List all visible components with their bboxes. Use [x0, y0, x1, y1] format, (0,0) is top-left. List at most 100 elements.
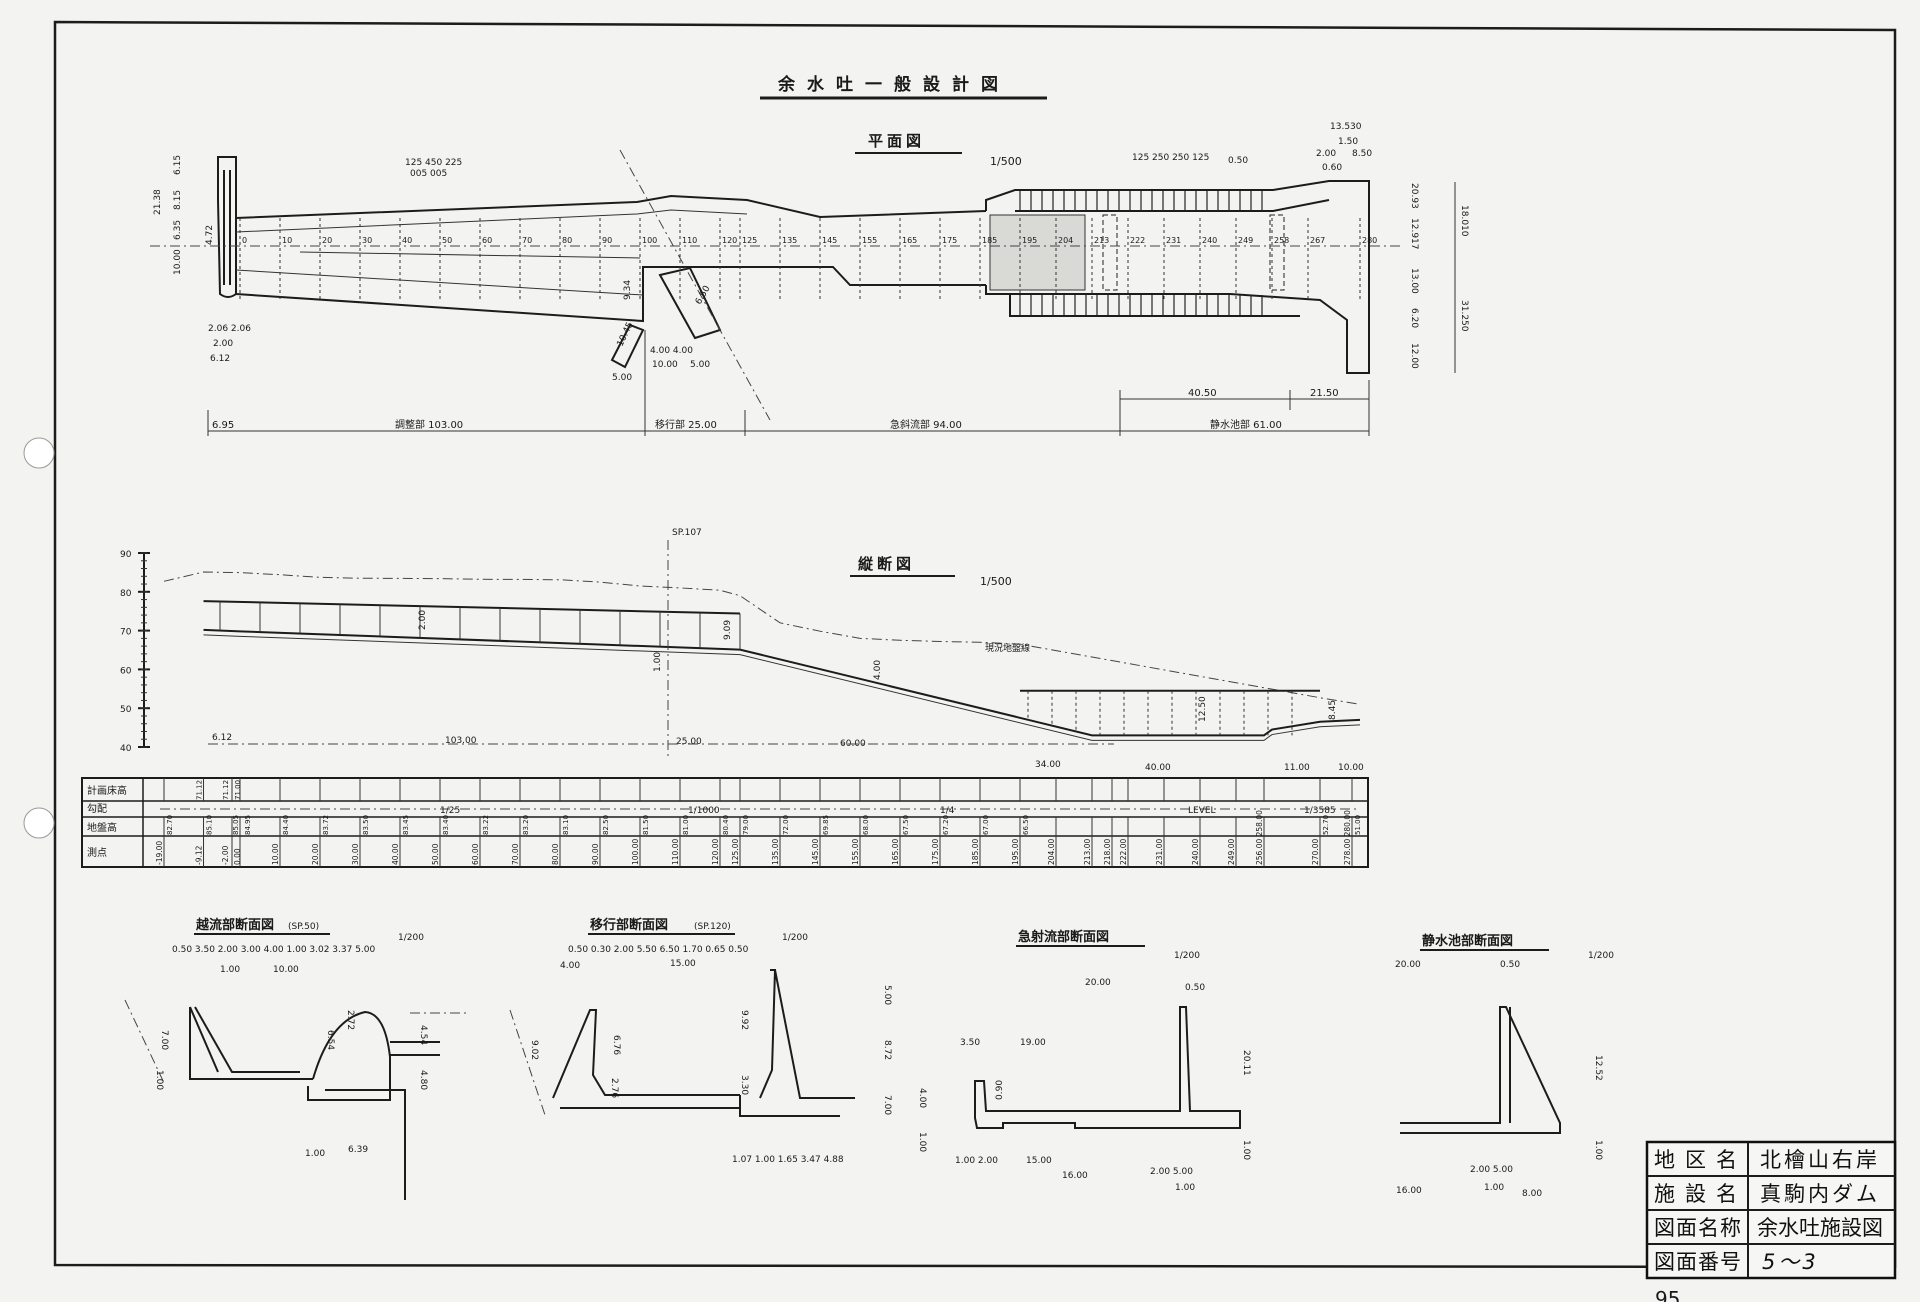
- table-station-value: 240.00: [1191, 839, 1200, 865]
- section-sp: (SP.50): [288, 922, 319, 932]
- table-ground-value: 83.50: [362, 815, 370, 835]
- plan-station-label: 100: [642, 236, 657, 245]
- section-dim: 6.54: [325, 1030, 335, 1050]
- plan-dim: 6.20: [1409, 308, 1419, 328]
- plan-stilling-basin: [985, 180, 1370, 374]
- section-dim: 4.80: [418, 1070, 428, 1090]
- plan-dim-ticks: [207, 330, 1370, 436]
- table-station-value: 278.00 280.00: [1343, 810, 1352, 865]
- table-ground-value: 66.50: [1022, 815, 1030, 835]
- plan-axis-diagonal: [619, 149, 771, 421]
- plan-station-label: 249: [1238, 236, 1253, 245]
- table-ground-value: 83.40: [442, 815, 450, 835]
- plan-station-label: 120: [722, 236, 737, 245]
- plan-dim: 125 450 225: [405, 158, 462, 168]
- table-station-value: 125.00: [731, 839, 740, 865]
- profile-floor-line: [203, 628, 1361, 737]
- plan-dim: 8.50: [1352, 149, 1372, 159]
- table-station-value: 175.00: [931, 839, 940, 865]
- plan-station-label: 204: [1058, 236, 1073, 245]
- profile-label: SP.107: [672, 528, 702, 538]
- plan-station-label: 155: [862, 236, 877, 245]
- table-row-label: 勾配: [87, 802, 107, 815]
- section-dim: 8.72: [882, 1040, 892, 1060]
- plan-station-label: 0: [242, 236, 247, 245]
- plan-dim: 10.00: [652, 360, 678, 370]
- plan-dim: 21.38: [153, 189, 163, 215]
- plan-dim: 18.010: [1459, 205, 1469, 237]
- plan-dim: 9.34: [623, 280, 633, 300]
- title-block-label: 地区名: [1654, 1148, 1747, 1172]
- table-gradient-label: 1/4: [940, 806, 955, 816]
- section-dim: 1.00: [1593, 1140, 1603, 1160]
- section-dim: 0.50 0.30 2.00 5.50 6.50 1.70 0.65 0.50: [568, 945, 749, 955]
- table-ground-value: 81.00: [682, 815, 690, 835]
- plan-station-label: 185: [982, 236, 997, 245]
- title-block-label: 図面名称: [1654, 1216, 1742, 1240]
- plan-station-label: 10: [282, 236, 292, 245]
- section-dim: 2.72: [345, 1010, 355, 1030]
- section-dim: 0.50: [1185, 983, 1205, 993]
- profile-scale: 1/500: [980, 575, 1012, 588]
- table-ground-value: 83.20: [522, 815, 530, 835]
- section-dim: 1.07 1.00 1.65 3.47 4.88: [732, 1155, 844, 1165]
- table-ground-value: 82.70: [166, 815, 174, 835]
- section-scale: 1/200: [782, 933, 808, 943]
- section-dim: 0.90: [995, 1080, 1005, 1100]
- section-dim: 10.00: [273, 965, 299, 975]
- plan-dim-label: 静水池部 61.00: [1210, 418, 1282, 431]
- plan-dim-label: 移行部 25.00: [655, 418, 717, 431]
- section-dim: 20.00: [1085, 978, 1111, 988]
- plan-station-label: 231: [1166, 236, 1181, 245]
- section-dim: 7.00: [159, 1030, 169, 1050]
- plan-dim: 5.00: [612, 373, 632, 383]
- table-station-value: 249.00: [1227, 839, 1236, 865]
- table-ground-value: 85.05: [232, 815, 240, 835]
- table-station-value: 213.00: [1083, 839, 1092, 865]
- table-station-value: 270.00: [1311, 839, 1320, 865]
- section-dim: 2.00 5.00: [1470, 1165, 1513, 1175]
- title-block-value: 余水吐施設図: [1757, 1216, 1883, 1240]
- section-dim: 0.50: [1500, 960, 1520, 970]
- table-row-label: 計画床高: [87, 784, 127, 797]
- title-block: 地区名 北檜山右岸 施設名 真駒内ダム 図面名称 余水吐施設図 図面番号 5～3: [1645, 1140, 1897, 1280]
- plan-station-label: 60: [482, 236, 492, 245]
- plan-dim: 20.93: [1409, 183, 1419, 209]
- plan-end-sill: [1269, 214, 1285, 291]
- section-transition: 移行部断面図 (SP.120) 1/200 0.50 0.30 2.00 5.5…: [509, 917, 855, 1165]
- section-overflow: 越流部断面図 (SP.50) 1/200 0.50 3.50 2.00 3.00…: [124, 917, 470, 1200]
- table-ground-value: 84.40: [282, 815, 290, 835]
- table-station-value: 145.00: [811, 839, 820, 865]
- section-dim: 15.00: [670, 959, 696, 969]
- table-station-value: 110.00: [671, 839, 680, 865]
- plan-dim: 005 005: [410, 169, 447, 179]
- table-station-value: 231.00: [1155, 839, 1164, 865]
- plan-station-label: 125: [742, 236, 757, 245]
- plan-station-label: 90: [602, 236, 612, 245]
- section-dim: 4.00: [560, 961, 580, 971]
- plan-dim-label: 40.50: [1188, 388, 1217, 399]
- table-ground-value: 67.50: [902, 815, 910, 835]
- table-station-value: 218.00: [1103, 839, 1112, 865]
- section-chute-drawing: [974, 1006, 1241, 1129]
- plan-baffle-blocks: [1102, 214, 1118, 291]
- table-station-value: 185.00: [971, 839, 980, 865]
- table-ground-value: 68.00: [862, 815, 870, 835]
- plan-dim: 125 250 250 125: [1132, 153, 1209, 163]
- table-row-label: 測点: [87, 846, 107, 859]
- profile-label: 8.45: [1328, 700, 1338, 720]
- table-row-lines: [82, 778, 1368, 867]
- table-station-value: 30.00: [351, 843, 360, 865]
- section-dim: 2.00 5.00: [1150, 1167, 1193, 1177]
- table-station-value: 90.00: [591, 843, 600, 865]
- table-gradient-label: 1/25: [440, 806, 460, 816]
- plan-title: 平面図: [868, 132, 925, 150]
- section-dim: 1.00: [1241, 1140, 1251, 1160]
- plan-dim: 6.12: [210, 354, 230, 364]
- section-ground-line: [509, 1009, 546, 1116]
- table-station-value: 204.00: [1047, 839, 1056, 865]
- table-ground-value: 84.95: [244, 815, 252, 835]
- plan-station-label: 222: [1130, 236, 1145, 245]
- plan-dim-label: 6.95: [212, 420, 234, 431]
